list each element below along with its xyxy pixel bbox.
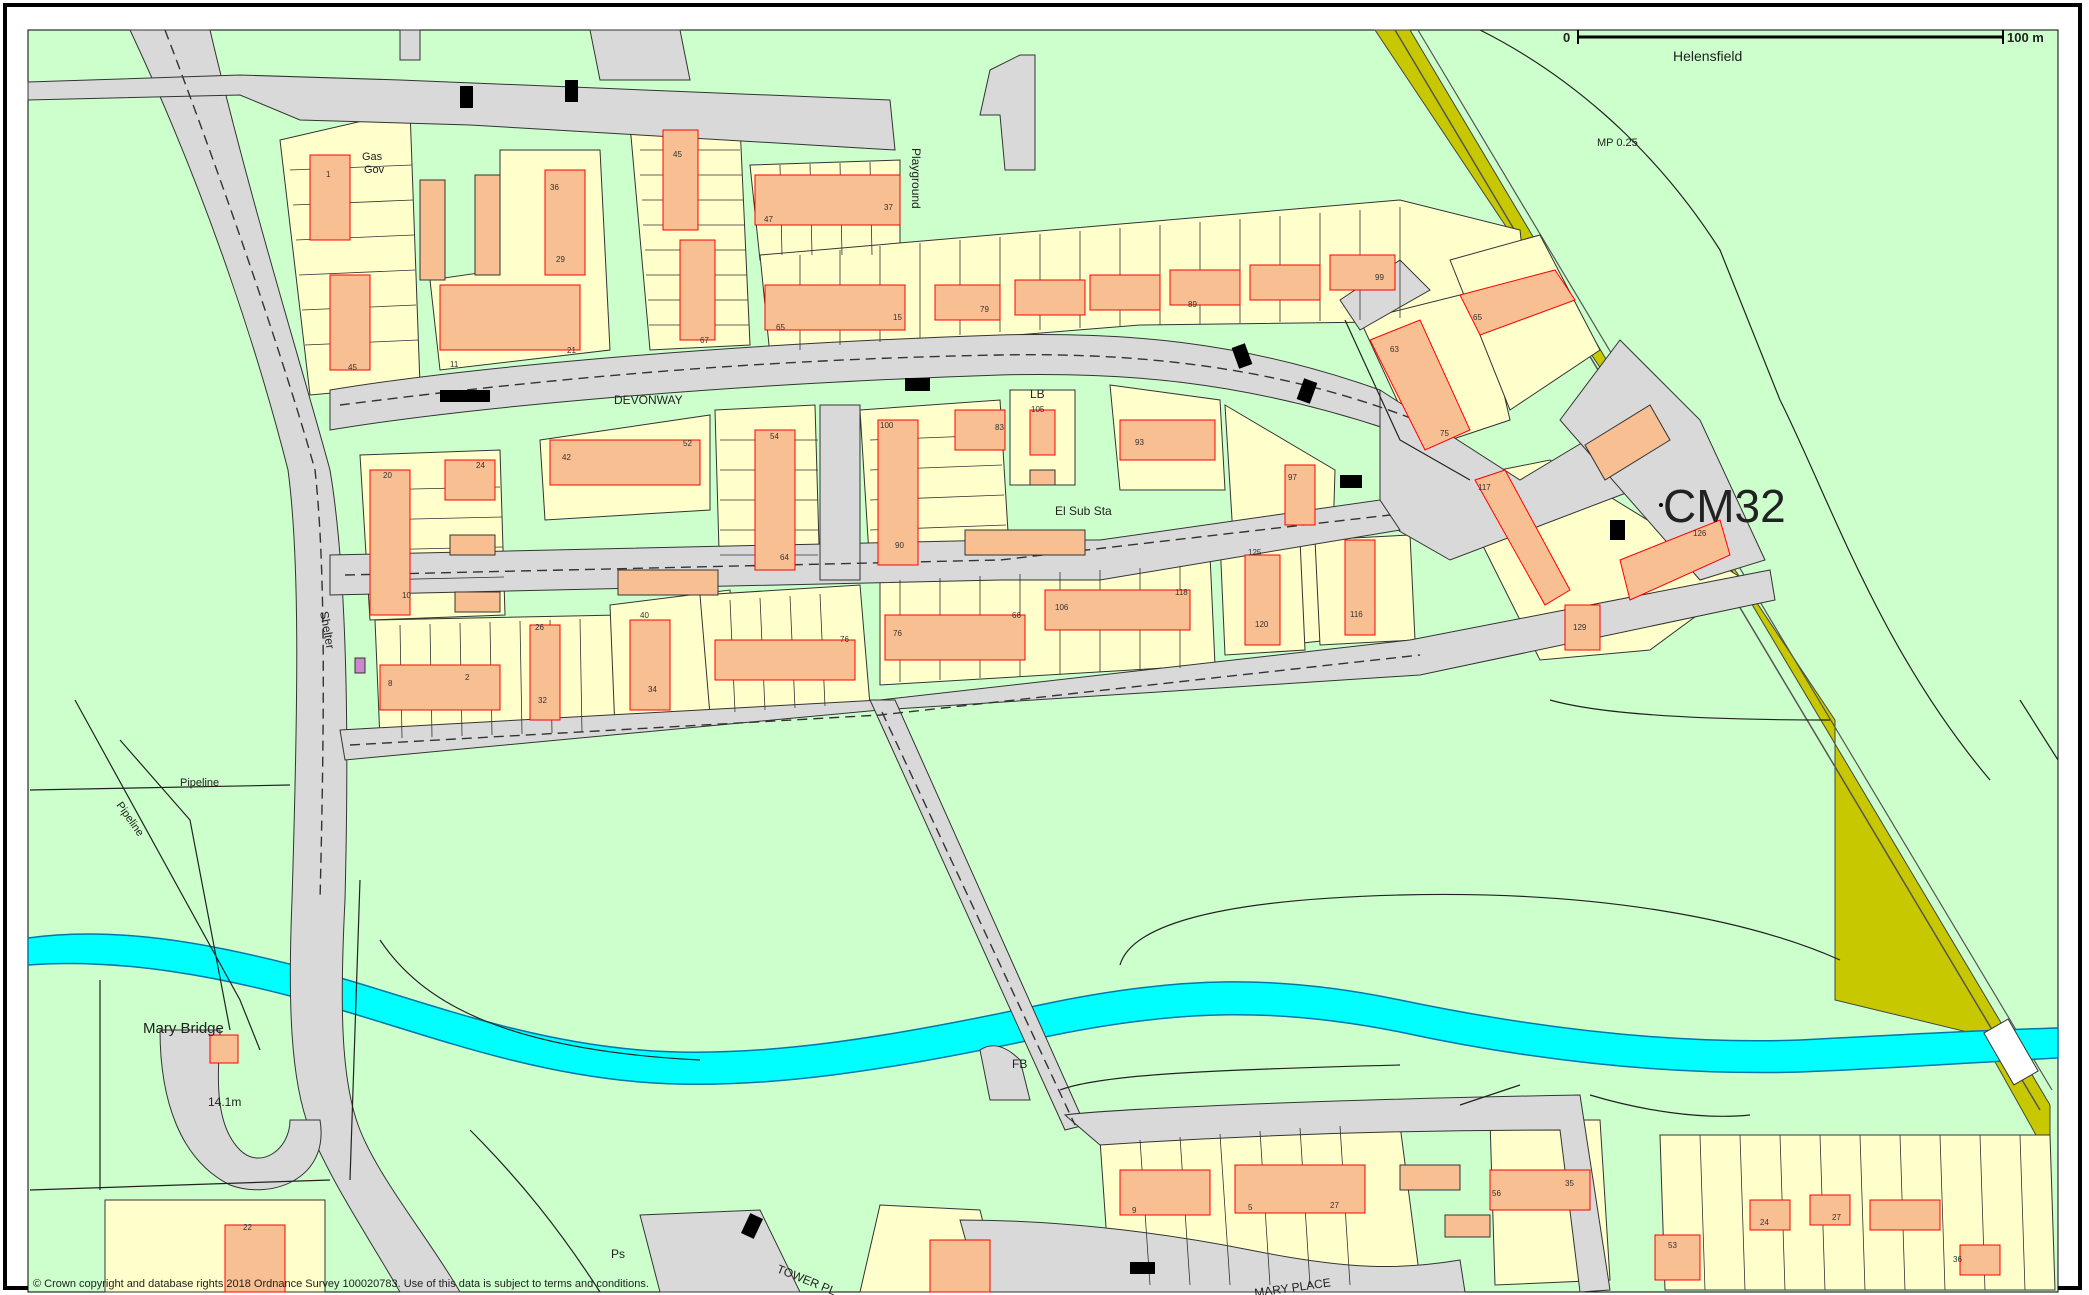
house-number: 100 bbox=[880, 421, 894, 430]
house-number: 76 bbox=[893, 629, 902, 638]
house-number: 40 bbox=[640, 611, 649, 620]
house-number: 63 bbox=[1390, 345, 1399, 354]
house-number: 53 bbox=[1668, 1241, 1677, 1250]
house-number: 10 bbox=[402, 591, 411, 600]
house-number: 26 bbox=[535, 623, 544, 632]
label-milepost: MP 0.25 bbox=[1597, 137, 1638, 149]
field-boundaries bbox=[29, 29, 2059, 1293]
label-ps: Ps bbox=[611, 1247, 625, 1261]
house-number: 22 bbox=[243, 1223, 252, 1232]
house-number: 65 bbox=[776, 323, 785, 332]
house-number: 20 bbox=[383, 471, 392, 480]
house-number: 106 bbox=[1055, 603, 1069, 612]
house-number: 65 bbox=[1473, 313, 1482, 322]
label-helensfield: Helensfield bbox=[1673, 48, 1742, 64]
house-number: 116 bbox=[1350, 610, 1363, 619]
site-marker bbox=[1659, 503, 1663, 507]
house-number: 66 bbox=[1012, 611, 1021, 620]
house-number: 120 bbox=[1255, 620, 1269, 629]
label-pipeline-1: Pipeline bbox=[180, 777, 219, 789]
house-number: 97 bbox=[1288, 473, 1297, 482]
shelter-marker bbox=[354, 657, 366, 674]
label-gov: Gov bbox=[364, 164, 385, 176]
house-number: 93 bbox=[1135, 438, 1144, 447]
house-number: 2 bbox=[465, 673, 470, 682]
rail-bridge bbox=[1983, 1018, 2039, 1086]
house-number: 11 bbox=[450, 360, 459, 369]
buildings bbox=[209, 129, 2001, 1293]
house-number: 99 bbox=[1375, 273, 1384, 282]
label-height: 14.1m bbox=[208, 1095, 241, 1109]
house-number: 32 bbox=[538, 696, 547, 705]
label-devonway: DEVONWAY bbox=[614, 393, 683, 407]
house-number: 36 bbox=[550, 183, 559, 192]
house-number: 27 bbox=[1330, 1201, 1339, 1210]
house-number: 89 bbox=[1188, 300, 1197, 309]
black-structures bbox=[440, 80, 1625, 1274]
house-number: 21 bbox=[567, 346, 576, 355]
label-mary-bridge: Mary Bridge bbox=[143, 1020, 224, 1037]
house-number: 47 bbox=[764, 215, 773, 224]
house-number: 5 bbox=[1248, 1203, 1253, 1212]
house-number: 24 bbox=[476, 461, 485, 470]
house-number-labels: 1 45 36 29 11 21 45 67 47 37 65 15 79 89… bbox=[243, 150, 1962, 1264]
label-playground: Playground bbox=[909, 148, 923, 209]
house-number: 42 bbox=[562, 453, 571, 462]
house-number: 45 bbox=[348, 363, 357, 372]
house-number: 36 bbox=[1953, 1255, 1962, 1264]
label-gas: Gas bbox=[362, 151, 383, 163]
copyright-notice: © Crown copyright and database rights 20… bbox=[33, 1278, 649, 1290]
house-number: 90 bbox=[895, 541, 904, 550]
house-number: 27 bbox=[1832, 1213, 1841, 1222]
scale-start-label: 0 bbox=[1563, 30, 1570, 45]
house-number: 24 bbox=[1760, 1218, 1769, 1227]
label-el-sub-sta: El Sub Sta bbox=[1055, 504, 1112, 518]
label-site-ref: CM32 bbox=[1663, 480, 1786, 532]
house-number: 45 bbox=[673, 150, 682, 159]
road-dashes bbox=[164, 29, 1441, 1126]
house-number: 117 bbox=[1478, 483, 1491, 492]
label-shelter: Shelter bbox=[317, 610, 337, 650]
river bbox=[27, 933, 2059, 1086]
house-number: 79 bbox=[980, 305, 989, 314]
house-number: 34 bbox=[648, 685, 657, 694]
scale-bar bbox=[1577, 30, 2004, 44]
house-number: 118 bbox=[1175, 588, 1188, 597]
house-number: 29 bbox=[556, 255, 565, 264]
house-number: 76 bbox=[840, 635, 849, 644]
house-number: 56 bbox=[1492, 1189, 1501, 1198]
house-number: 67 bbox=[700, 336, 709, 345]
house-number: 129 bbox=[1573, 623, 1587, 632]
house-number: 83 bbox=[995, 423, 1004, 432]
house-number: 52 bbox=[683, 439, 692, 448]
scale-end-label: 100 m bbox=[2007, 30, 2044, 45]
house-number: 105 bbox=[1031, 405, 1045, 414]
house-number: 35 bbox=[1565, 1179, 1574, 1188]
house-number: 64 bbox=[780, 553, 789, 562]
garages bbox=[419, 174, 1671, 1238]
house-number: 125 bbox=[1248, 548, 1262, 557]
label-lb: LB bbox=[1030, 387, 1045, 401]
label-fb: FB bbox=[1012, 1057, 1027, 1071]
house-number: 1 bbox=[326, 170, 331, 179]
house-number: 126 bbox=[1693, 529, 1707, 538]
house-number: 54 bbox=[770, 432, 779, 441]
house-number: 9 bbox=[1132, 1206, 1137, 1215]
house-number: 8 bbox=[388, 679, 393, 688]
house-number: 15 bbox=[893, 313, 902, 322]
house-number: 75 bbox=[1440, 429, 1449, 438]
house-number: 37 bbox=[884, 203, 893, 212]
